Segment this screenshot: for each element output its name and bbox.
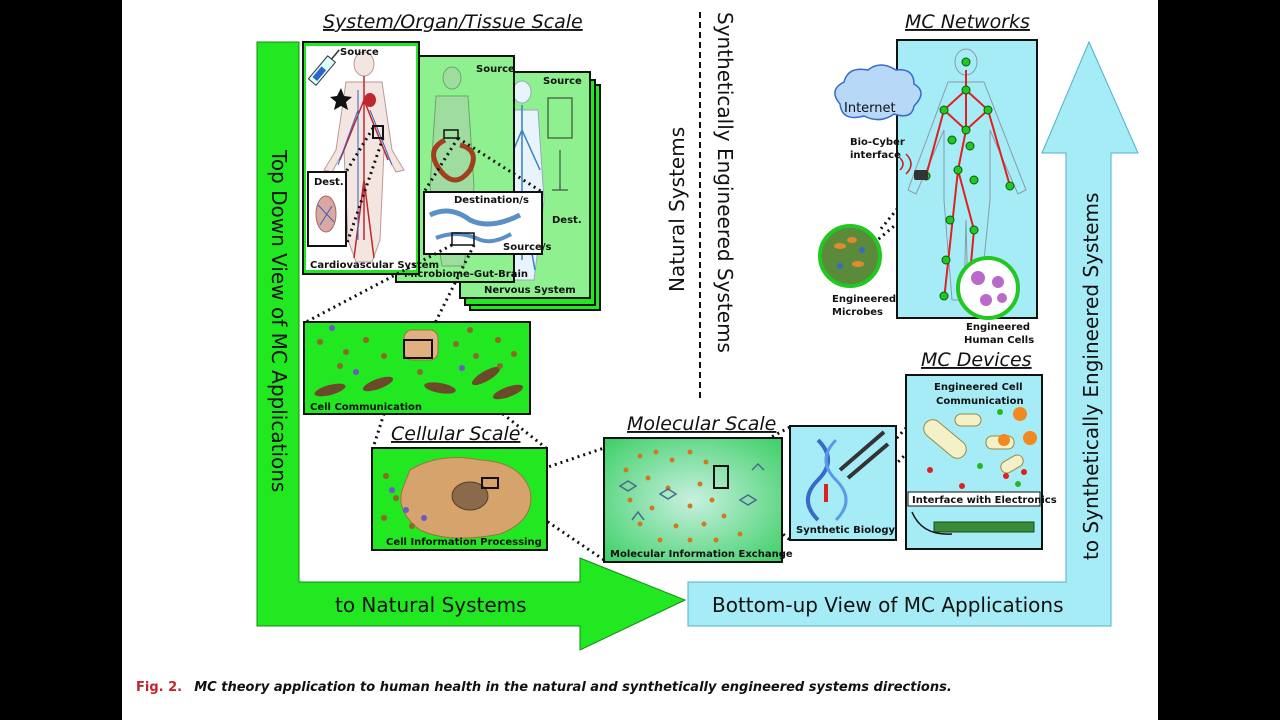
synbio-panel: Synthetic Biology: [789, 425, 897, 541]
figure-caption: Fig. 2. MC theory application to human h…: [136, 680, 1146, 695]
left-horizontal-label: to Natural Systems: [335, 593, 527, 617]
cardio-source: Source: [340, 47, 379, 58]
cell-info-panel: Cell Information Processing: [371, 447, 548, 551]
molecular-caption: Molecular Information Exchange: [610, 549, 793, 560]
biocyber-line1: Bio-Cyber: [850, 137, 905, 148]
gut-source: Source: [476, 64, 515, 75]
gut-caption: Microbiome-Gut-Brain: [404, 269, 528, 280]
right-vertical-label: to Synthetically Engineered Systems: [1079, 193, 1103, 560]
cell-comm-caption: Cell Communication: [310, 402, 422, 413]
mc-networks-title: MC Networks: [905, 11, 1030, 33]
devices-title-1: Engineered Cell: [934, 382, 1023, 393]
human-cells-line2: Human Cells: [964, 335, 1034, 346]
internet-cloud: Internet: [834, 64, 922, 121]
nervous-source: Source: [543, 76, 582, 87]
devices-panel: Engineered Cell Communication Interface …: [905, 374, 1057, 550]
internet-label: Internet: [844, 101, 896, 116]
signal-icon: [899, 153, 912, 175]
nervous-caption: Nervous System: [484, 285, 576, 296]
gut-sources: Source/s: [503, 242, 551, 253]
figure-number: Fig. 2.: [136, 680, 183, 695]
mc-devices-title: MC Devices: [921, 349, 1032, 371]
microbes-line1: Engineered: [832, 294, 896, 305]
system-scale-title: System/Organ/Tissue Scale: [323, 11, 583, 33]
cardio-panel: Source Dest. Cardiovascular System: [302, 41, 439, 275]
synbio-caption: Synthetic Biology: [796, 525, 896, 536]
cardio-caption: Cardiovascular System: [310, 260, 439, 271]
synthetic-systems-label: Synthetically Engineered Systems: [713, 12, 737, 353]
human-cells-circle: [956, 256, 1020, 320]
cardio-dest: Dest.: [314, 177, 344, 188]
molecular-scale-title: Molecular Scale: [627, 413, 776, 435]
right-horizontal-label: Bottom-up View of MC Applications: [712, 593, 1064, 617]
left-vertical-label: Top Down View of MC Applications: [267, 149, 291, 492]
molecular-panel: Molecular Information Exchange: [603, 437, 793, 563]
top-down-arrow: [256, 41, 687, 651]
cell-comm-panel: Cell Communication: [303, 321, 531, 415]
cellular-scale-title: Cellular Scale: [391, 423, 520, 445]
gut-destinations: Destination/s: [454, 195, 529, 206]
human-cells-line1: Engineered: [966, 322, 1030, 333]
natural-systems-label: Natural Systems: [665, 127, 689, 292]
nervous-dest: Dest.: [552, 215, 582, 226]
bottom-up-arrow: [687, 40, 1139, 627]
biocyber-line2: interface: [850, 150, 901, 161]
devices-title-2: Communication: [936, 396, 1024, 407]
cell-info-caption: Cell Information Processing: [386, 537, 542, 548]
microbes-circle: [818, 224, 882, 288]
devices-interface: Interface with Electronics: [912, 495, 1057, 506]
microbes-line2: Microbes: [832, 307, 883, 318]
caption-text: MC theory application to human health in…: [194, 680, 952, 695]
